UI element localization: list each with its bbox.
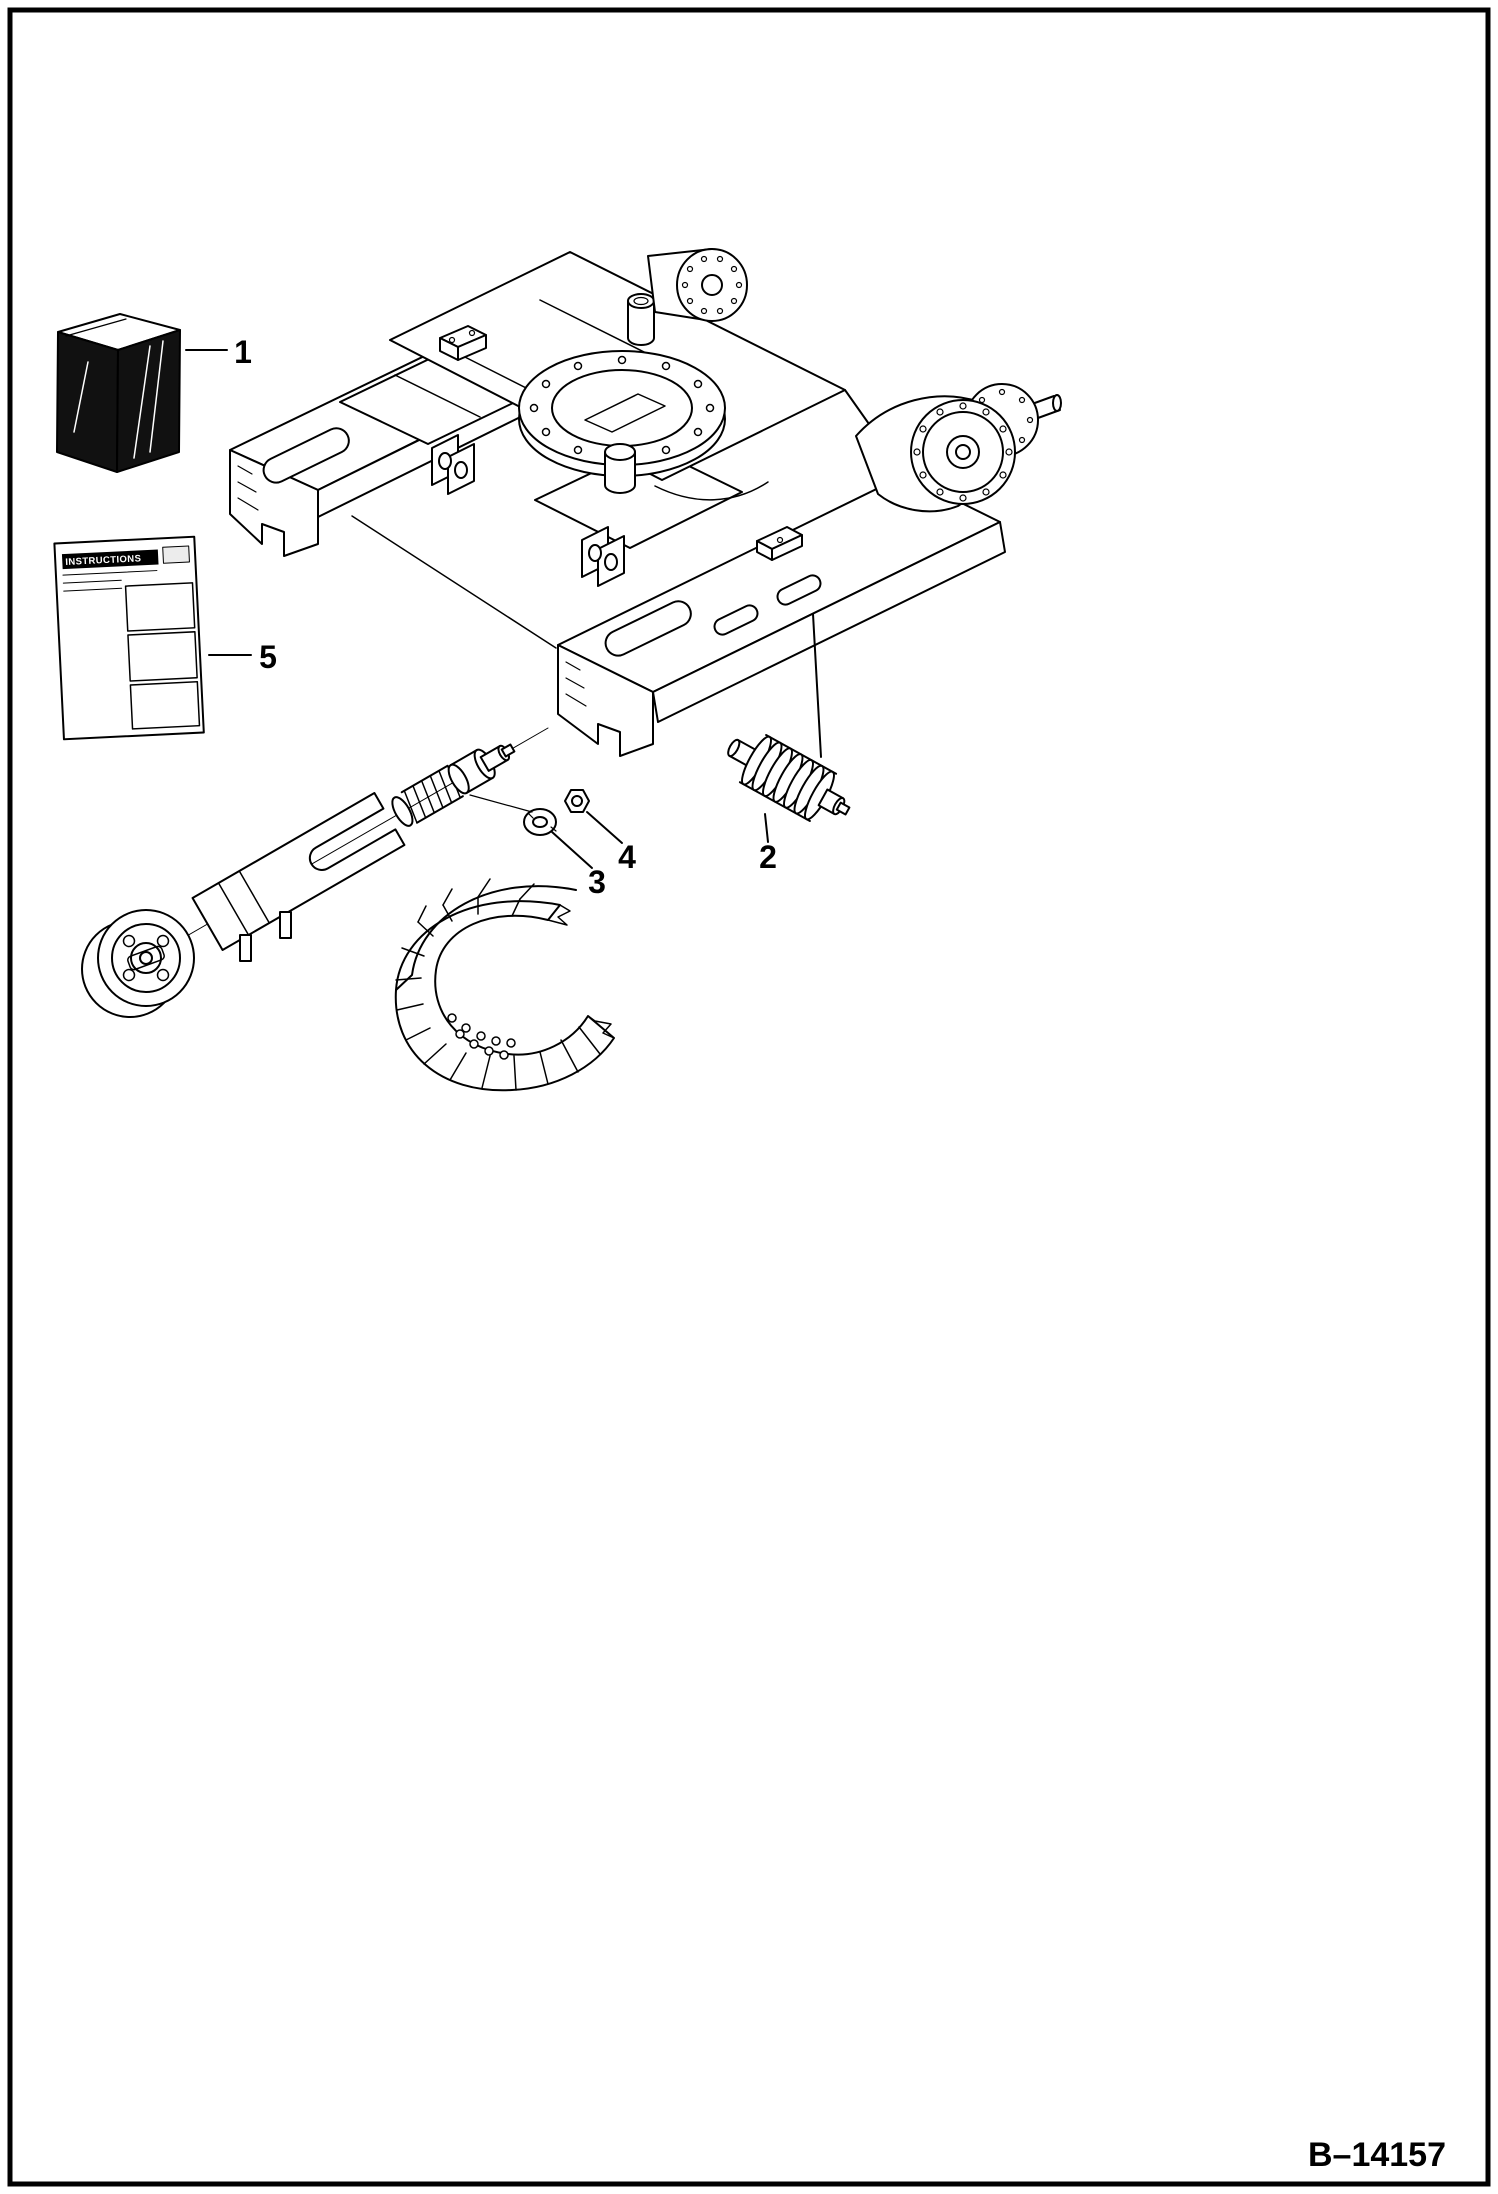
idler-wheel bbox=[81, 909, 195, 1018]
mount-bracket-rear bbox=[581, 526, 625, 587]
swivel-cylinder bbox=[627, 293, 655, 346]
track-link-holes bbox=[447, 1013, 516, 1060]
figure-reference: B–14157 bbox=[1308, 2136, 1446, 2174]
callout-labels: 1 2 3 4 5 bbox=[234, 334, 777, 900]
track-adjuster-assembly bbox=[81, 743, 516, 1018]
boxed-part bbox=[56, 313, 181, 473]
undercarriage-frame-illustration bbox=[229, 248, 1062, 757]
callout-2: 2 bbox=[759, 839, 777, 875]
pivot-pin bbox=[604, 443, 636, 494]
callout-leader-lines bbox=[185, 349, 822, 869]
washer-part bbox=[523, 808, 557, 836]
track-roller bbox=[727, 733, 851, 823]
instruction-sheet: INSTRUCTIONS bbox=[53, 535, 205, 741]
nut-part bbox=[564, 789, 590, 813]
mount-bracket-front bbox=[431, 434, 475, 495]
swing-bearing-ring bbox=[518, 350, 726, 477]
rubber-track bbox=[394, 878, 615, 1092]
callout-5: 5 bbox=[259, 639, 277, 675]
drive-motor bbox=[855, 383, 1062, 513]
right-track-frame bbox=[557, 474, 1006, 757]
page-border bbox=[7, 7, 1491, 2187]
top-bracket bbox=[439, 325, 487, 361]
instructions-title: INSTRUCTIONS bbox=[65, 553, 142, 568]
callout-3: 3 bbox=[588, 864, 606, 900]
upper-drum bbox=[647, 248, 748, 322]
callout-4: 4 bbox=[618, 839, 636, 875]
callout-1: 1 bbox=[234, 334, 252, 370]
beam-lug bbox=[756, 526, 803, 561]
